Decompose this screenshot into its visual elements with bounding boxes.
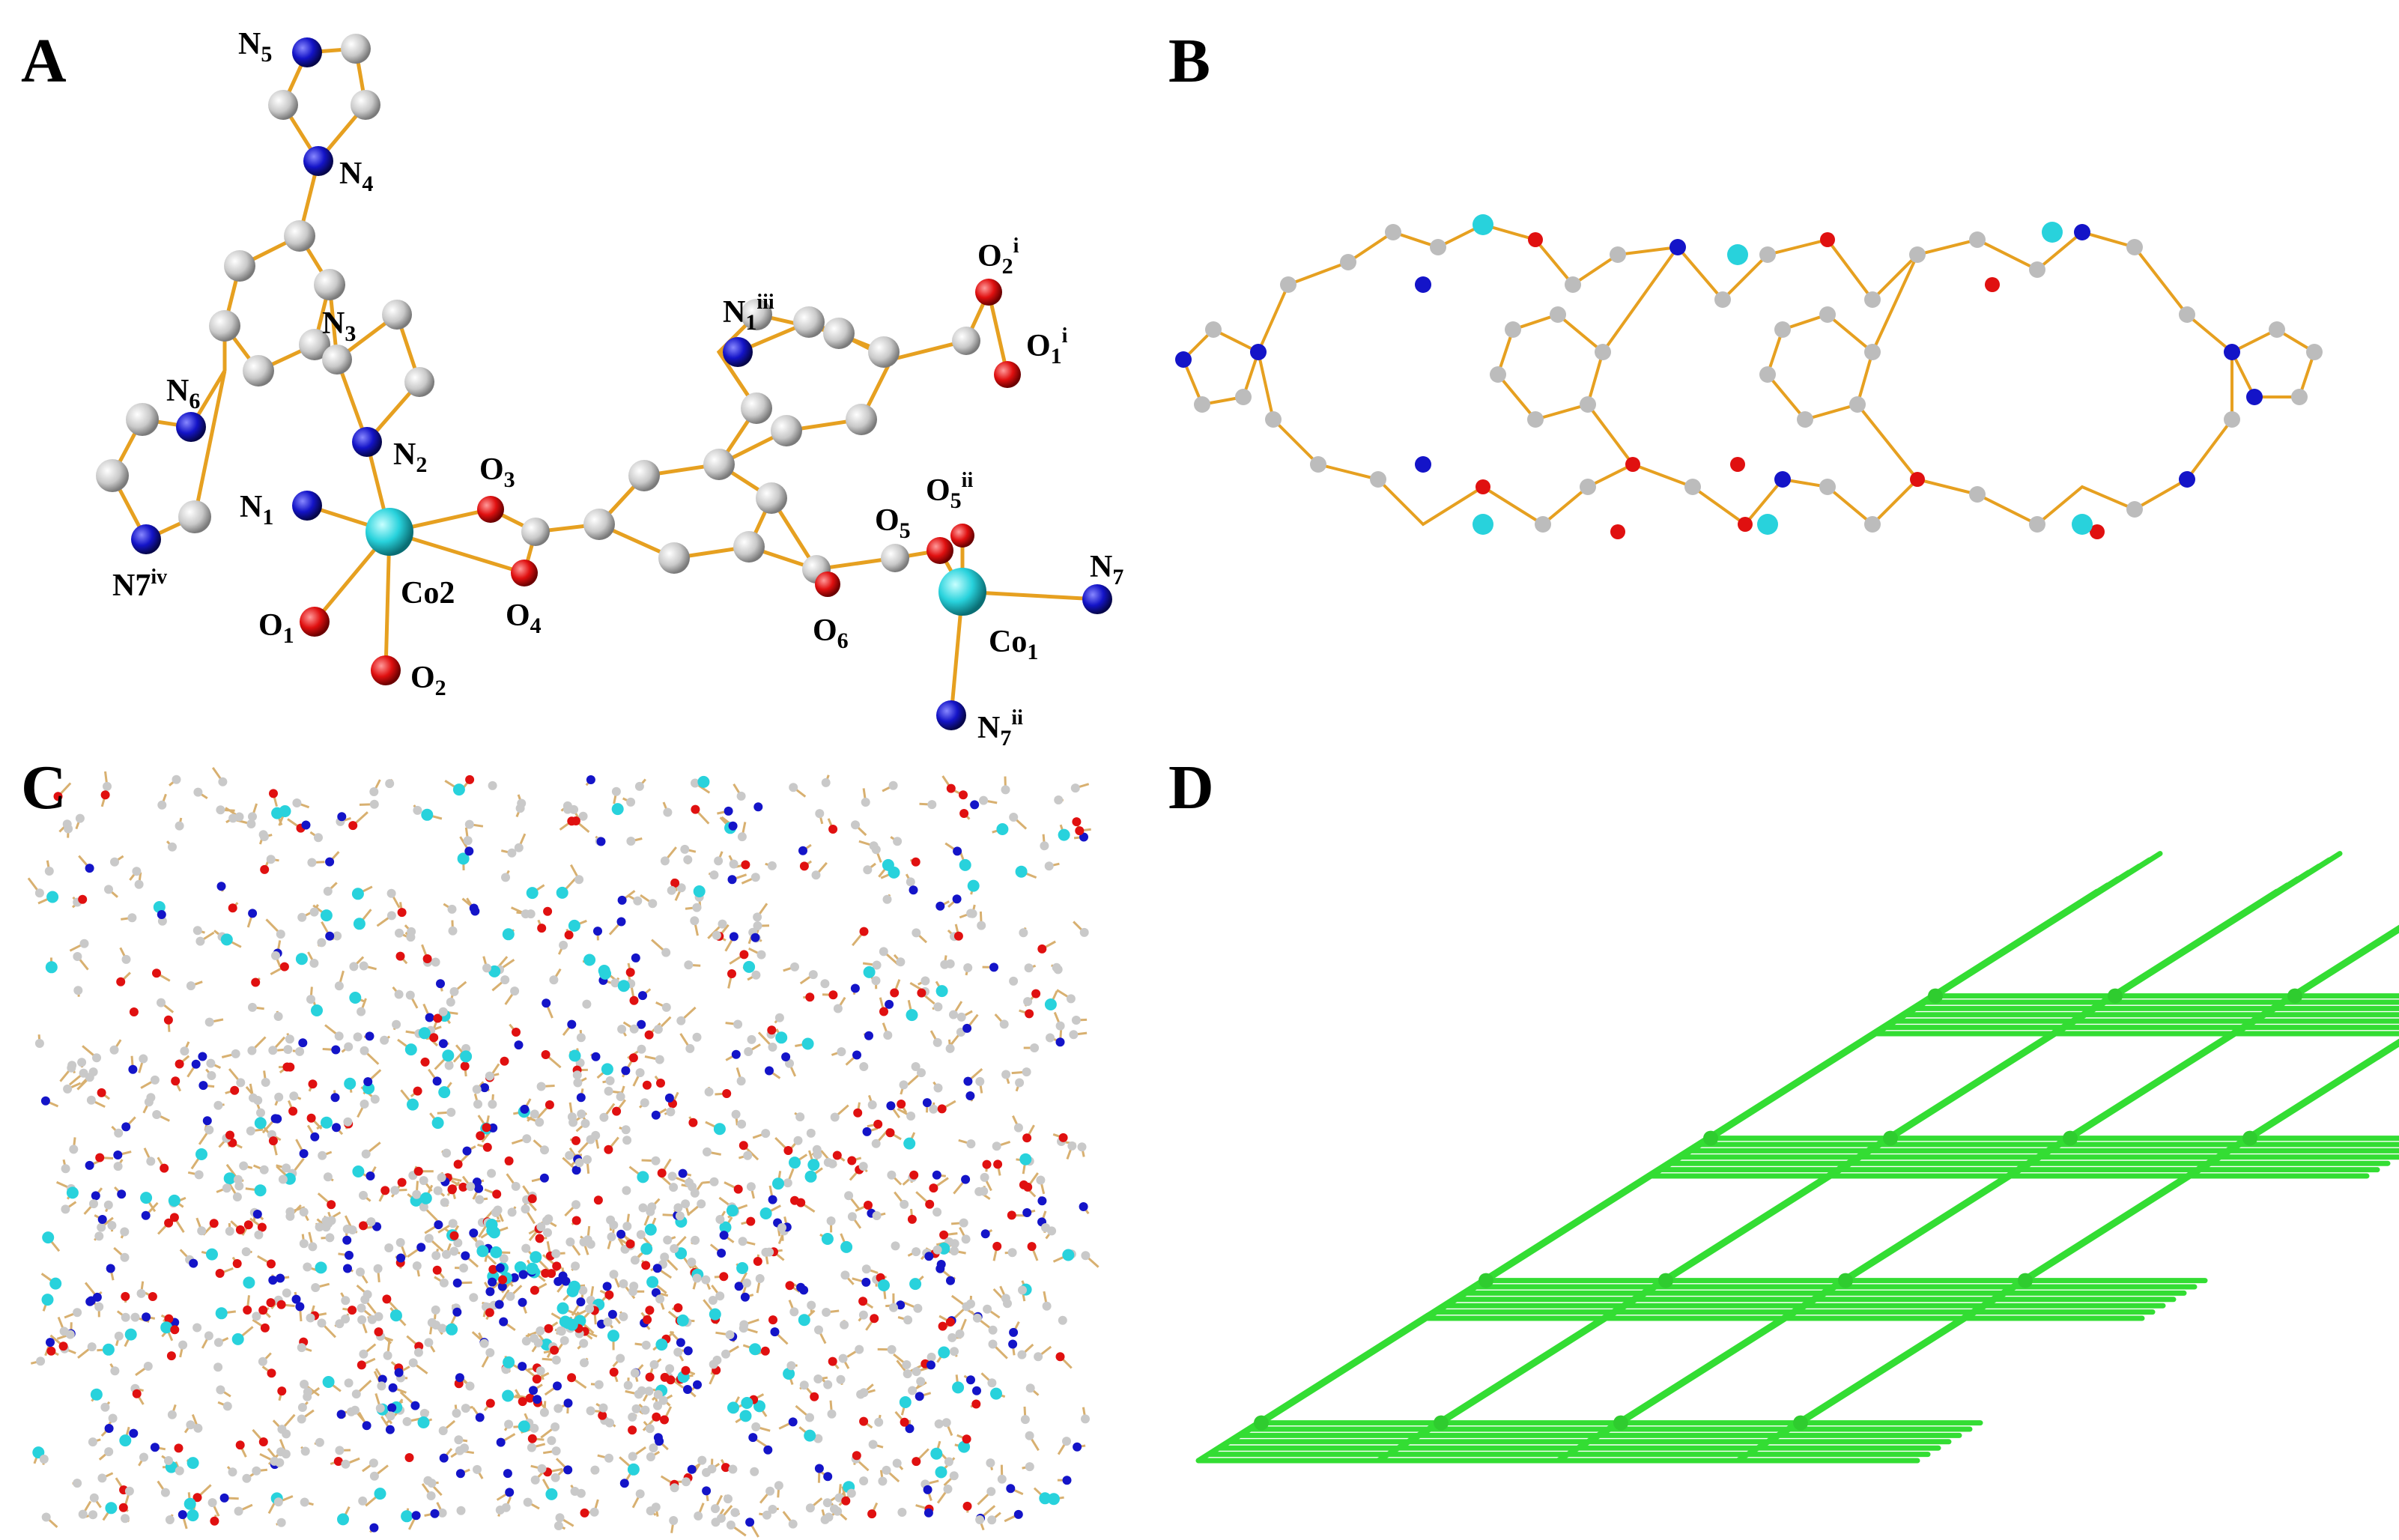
panel-b-letter: B [1168, 26, 1211, 96]
label-co2: Co2 [401, 576, 455, 610]
panel-a-structure: N5 N4 N3 N6 N2 N1 N7iv O1 Co2 O2 O3 O4 N… [96, 27, 1123, 749]
atom-labels-a: N5 N4 N3 N6 N2 N1 N7iv O1 Co2 O2 O3 O4 N… [112, 27, 1123, 749]
label-n3: N3 [322, 306, 356, 346]
label-o1: O1 [258, 608, 294, 648]
panel-b: B [1168, 0, 2399, 749]
bonds-b [1181, 222, 2317, 527]
panel-c-letter: C [21, 753, 67, 822]
label-n1iii: N1iii [723, 291, 774, 335]
label-o1i: O1i [1026, 324, 1068, 369]
panel-d-letter: D [1168, 753, 1214, 822]
label-co1: Co1 [989, 625, 1038, 664]
label-n1: N1 [240, 490, 273, 530]
panel-d: D [1168, 749, 2399, 1540]
label-n4: N4 [339, 157, 373, 196]
label-o4: O4 [506, 598, 542, 638]
panel-c: C [0, 749, 1168, 1540]
topology-nodes [1254, 988, 2302, 1431]
panel-c-packing [27, 767, 1100, 1538]
panel-a: A [0, 0, 1168, 749]
panel-b-ring-chain [1175, 214, 2323, 539]
label-o6: O6 [813, 613, 849, 653]
panel-d-topology [1195, 851, 2399, 1464]
label-o2: O2 [410, 661, 446, 700]
label-n5: N5 [238, 27, 272, 67]
label-n7iv: N7iv [112, 566, 167, 603]
label-n7ii: N7ii [977, 706, 1023, 749]
label-n7: N7 [1090, 550, 1123, 589]
label-o3: O3 [479, 452, 515, 492]
atoms-b [1175, 214, 2323, 539]
atoms-c [32, 774, 1091, 1533]
panel-a-letter: A [21, 26, 67, 96]
atoms-a [96, 34, 1112, 730]
label-o5ii: O5ii [926, 469, 973, 513]
topology-net [1195, 851, 2399, 1464]
label-o5: O5 [875, 503, 911, 543]
label-n6: N6 [166, 374, 200, 413]
label-n2: N2 [393, 437, 427, 477]
label-o2i: O2i [977, 234, 1019, 279]
